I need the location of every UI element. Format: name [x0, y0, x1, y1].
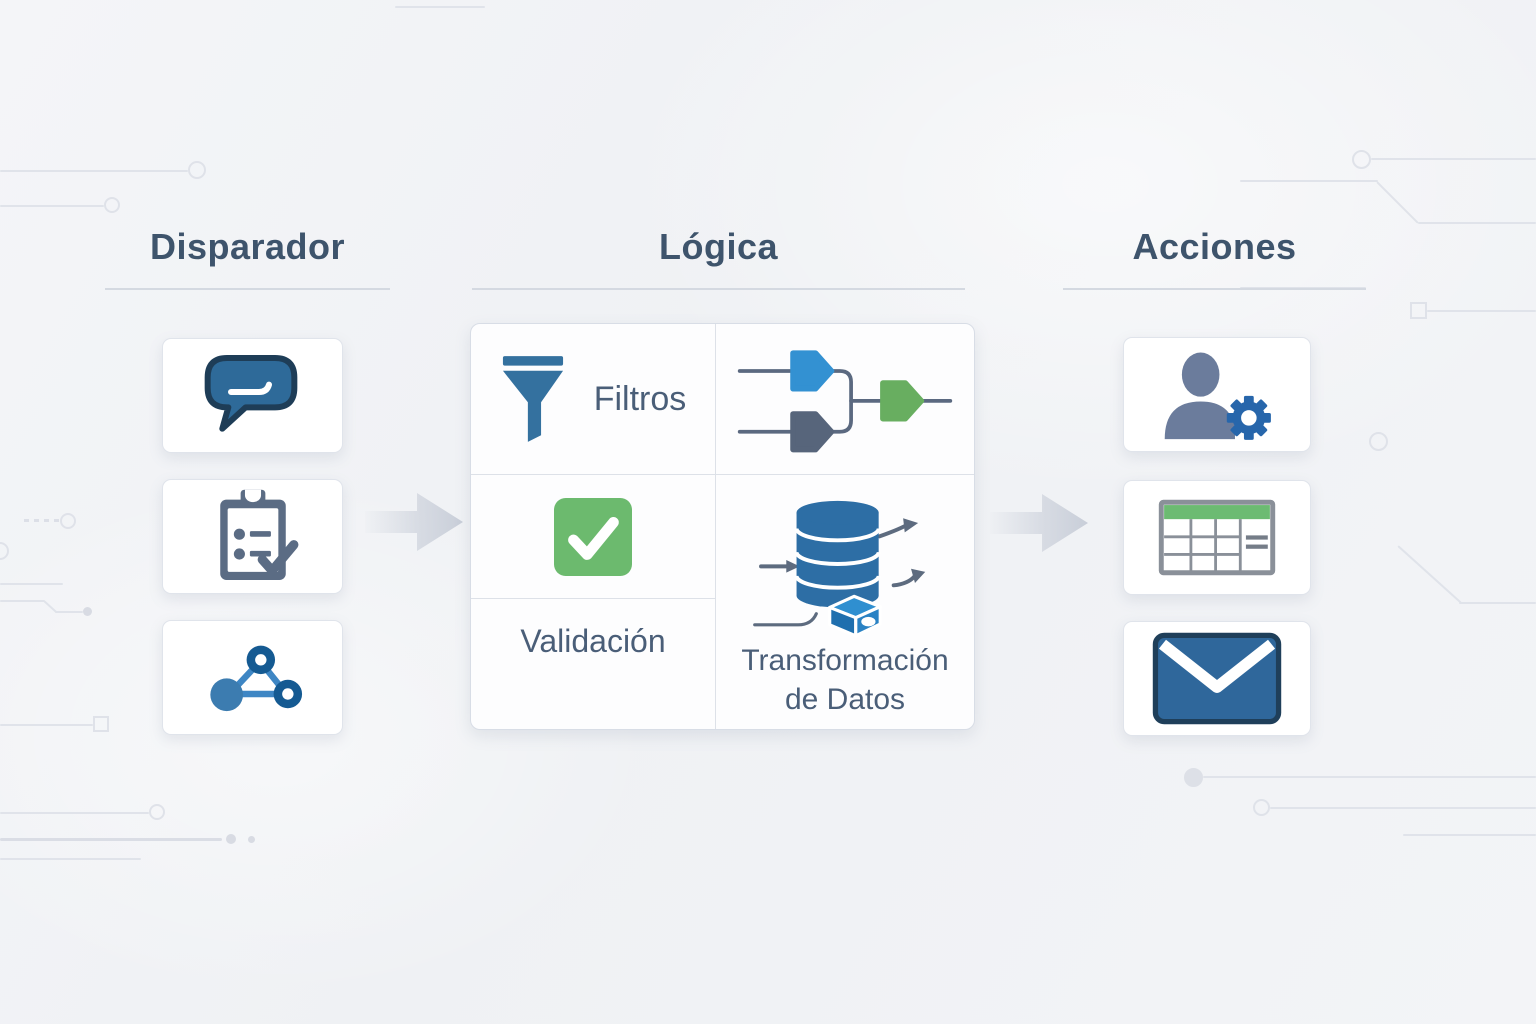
logic-cell-filters: Filtros	[471, 324, 716, 475]
circuit-node-circle	[1184, 768, 1203, 787]
circuit-trace	[1371, 158, 1536, 160]
circuit-trace	[1270, 807, 1536, 809]
logic-column-header: Lógica	[658, 226, 778, 267]
circuit-node-square	[93, 716, 109, 732]
trigger-header-rule	[105, 288, 390, 290]
circuit-trace	[0, 205, 104, 207]
action-card-email	[1123, 621, 1311, 736]
logic-header-rule	[472, 288, 965, 290]
circuit-node-dot	[83, 607, 92, 616]
circuit-trace	[55, 611, 83, 613]
circuit-trace	[1240, 180, 1378, 182]
circuit-node-circle	[1369, 432, 1388, 451]
circuit-node-circle	[1352, 150, 1371, 169]
circuit-trace	[0, 858, 141, 860]
network-nodes-icon	[209, 645, 302, 711]
circuit-trace	[1203, 776, 1536, 778]
circuit-node-circle	[1253, 799, 1270, 816]
logic-cell-validation-label: Validación	[471, 599, 716, 729]
circuit-node-circle	[104, 197, 120, 213]
arrow-trigger-to-logic	[365, 493, 463, 551]
circuit-node-dot	[248, 836, 255, 843]
circuit-trace	[1403, 834, 1536, 836]
green-checkmark-icon	[554, 497, 632, 576]
circuit-trace	[395, 6, 485, 8]
merge-flow-icon	[737, 349, 953, 452]
envelope-icon	[1152, 632, 1282, 725]
logic-panel: Filtros Validación	[470, 323, 975, 730]
circuit-trace	[1418, 222, 1536, 224]
arrow-logic-to-actions	[990, 494, 1088, 552]
circuit-node-circle	[188, 161, 206, 179]
circuit-dashes	[24, 519, 62, 522]
transformation-label: Transformación de Datos	[741, 644, 949, 716]
circuit-trace	[0, 812, 149, 814]
trigger-column-header: Disparador	[149, 226, 346, 267]
circuit-node-dot	[226, 834, 236, 844]
trigger-card-message	[162, 338, 343, 453]
logic-cell-validation-icon	[471, 475, 716, 599]
trigger-card-checklist	[162, 479, 343, 594]
spreadsheet-table-icon	[1158, 499, 1276, 576]
actions-header-rule	[1063, 288, 1366, 290]
circuit-trace	[0, 724, 93, 726]
checklist-icon	[219, 489, 298, 580]
circuit-trace	[0, 583, 63, 585]
circuit-node-circle	[0, 542, 9, 560]
circuit-trace	[0, 170, 188, 172]
circuit-trace	[1459, 602, 1536, 604]
trigger-card-network	[162, 620, 343, 735]
user-gear-icon	[1164, 352, 1271, 440]
actions-column-header: Acciones	[1132, 226, 1297, 267]
filter-funnel-icon	[502, 356, 563, 442]
circuit-trace	[0, 600, 45, 602]
filters-label: Filtros	[593, 379, 687, 418]
database-transform-icon	[752, 500, 925, 638]
validation-label: Validación	[520, 623, 666, 659]
logic-cell-merge	[716, 324, 974, 475]
circuit-node-circle	[60, 513, 76, 529]
logic-cell-transformation: Transformación de Datos	[716, 475, 974, 729]
circuit-trace	[1397, 545, 1462, 604]
circuit-node-circle	[149, 804, 165, 820]
action-card-table	[1123, 480, 1311, 595]
circuit-trace	[0, 838, 222, 841]
action-card-user	[1123, 337, 1311, 452]
chat-bubble-icon	[204, 354, 297, 432]
circuit-trace	[1427, 310, 1536, 312]
circuit-node-square	[1410, 302, 1427, 319]
circuit-trace	[1376, 181, 1419, 224]
